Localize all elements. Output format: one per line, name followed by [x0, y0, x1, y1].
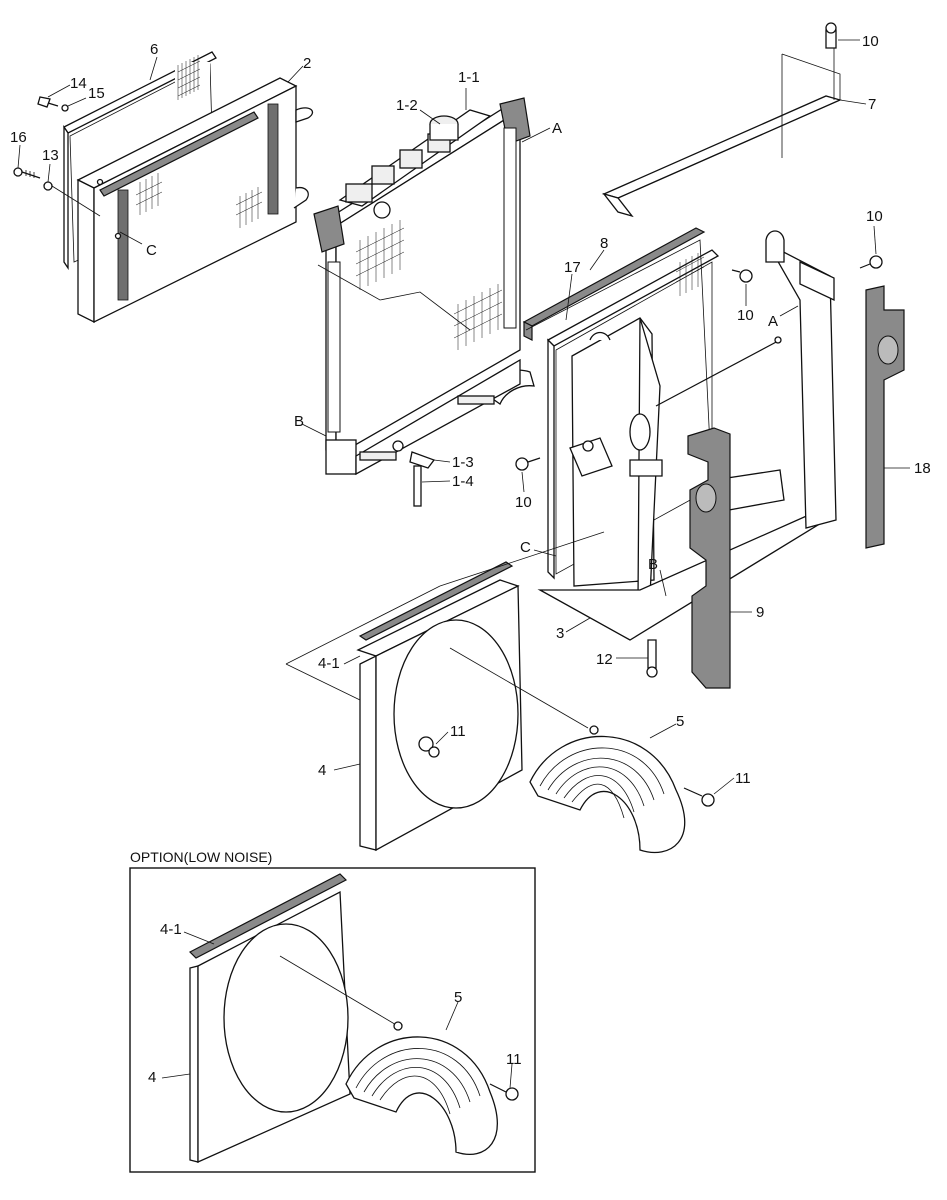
callout-10-right: 10: [866, 208, 883, 225]
fan-guard-part-5: [529, 725, 715, 854]
bolts-10-12: [515, 22, 883, 678]
fan-shroud-part-4: [285, 531, 605, 852]
callout-18: 18: [914, 460, 931, 477]
callout-B-upper: B: [294, 413, 304, 430]
foam-part-9: [687, 427, 731, 689]
callout-option-11: 11: [506, 1051, 522, 1068]
callout-13: 13: [42, 147, 59, 164]
callout-16: 16: [10, 129, 27, 146]
bolts-14-15-16-13: [13, 96, 101, 217]
callout-option-5: 5: [454, 989, 462, 1006]
oil-cooler-part-2: [76, 77, 313, 324]
callout-3: 3: [556, 625, 564, 642]
callout-15: 15: [88, 85, 105, 102]
callout-4: 4: [318, 762, 326, 779]
callout-4-1: 4-1: [318, 655, 340, 672]
foam-part-18: [865, 285, 905, 549]
callout-1-1: 1-1: [458, 69, 480, 86]
callout-11-upper: 11: [450, 723, 466, 740]
callout-2: 2: [303, 55, 311, 72]
option-guard-part-5: [345, 1021, 519, 1155]
top-bracket-part-7: [602, 40, 842, 218]
callout-5: 5: [676, 713, 684, 730]
callout-14: 14: [70, 75, 87, 92]
callout-7: 7: [868, 96, 876, 113]
callout-A-lower: A: [768, 313, 778, 330]
callout-1-3: 1-3: [452, 454, 474, 471]
callout-10-low: 10: [515, 494, 532, 511]
callout-option-4: 4: [148, 1069, 156, 1086]
seal-strip-part-8: [522, 227, 706, 341]
callout-labels: 6 2 14 15 16 13 C 1-1 1-2 A 10 7 10 8 17…: [10, 33, 931, 1086]
callout-1-2: 1-2: [396, 97, 418, 114]
callout-9: 9: [756, 604, 764, 621]
callout-6: 6: [150, 41, 158, 58]
callout-10-mid: 10: [737, 307, 754, 324]
option-shroud-part-4: [188, 873, 399, 1164]
option-box-title: OPTION(LOW NOISE): [130, 849, 272, 865]
callout-A-upper: A: [552, 120, 562, 137]
callout-1-4: 1-4: [452, 473, 474, 490]
callout-B-lower: B: [648, 556, 658, 573]
frame-part-3: [537, 230, 837, 641]
option-box: [129, 867, 536, 1173]
callout-C-upper: C: [146, 242, 157, 259]
callout-11-lower: 11: [735, 770, 751, 787]
leader-lines: [17, 39, 910, 1089]
callout-17: 17: [564, 259, 581, 276]
radiator-part-1: [313, 97, 535, 507]
seal-part-17: [525, 239, 713, 489]
callout-8: 8: [600, 235, 608, 252]
callout-C-lower: C: [520, 539, 531, 556]
callout-12: 12: [596, 651, 613, 668]
callout-10-top: 10: [862, 33, 879, 50]
callout-option-4-1: 4-1: [160, 921, 182, 938]
